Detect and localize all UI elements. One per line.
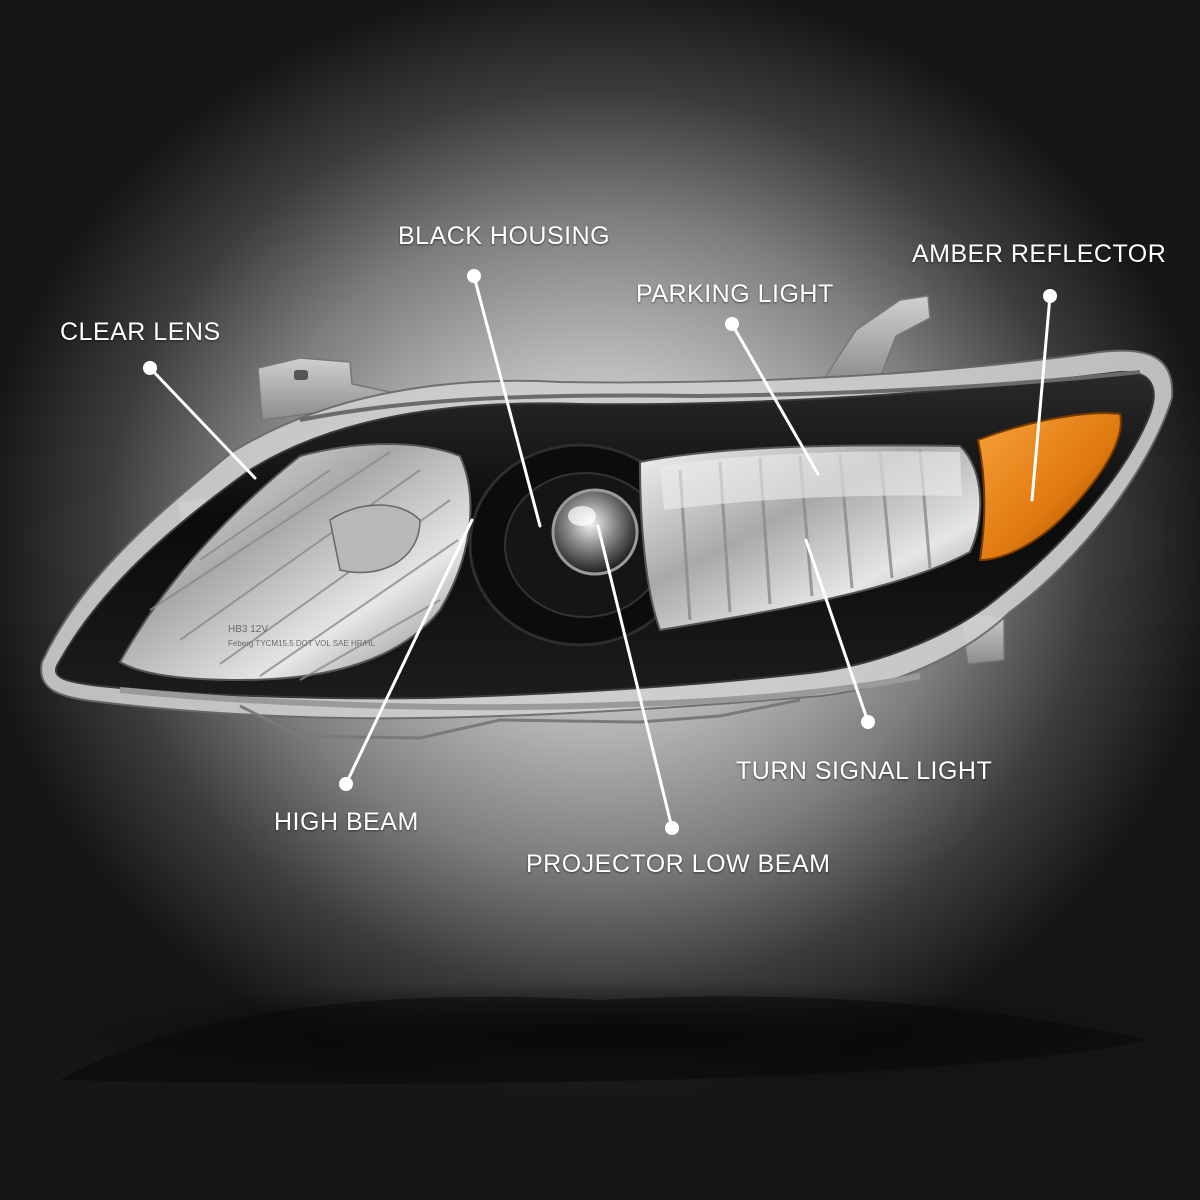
leader-line-clear-lens	[148, 366, 257, 480]
top-bezel-strip	[299, 370, 1141, 422]
leader-line-turn-signal	[804, 538, 870, 724]
label-clear-lens: CLEAR LENS	[60, 318, 221, 346]
callout-dot-amber-reflector	[1043, 289, 1057, 303]
callout-dot-black-housing	[467, 269, 481, 283]
leader-line-projector-low-beam	[596, 524, 674, 830]
label-parking-light: PARKING LIGHT	[636, 280, 834, 308]
label-projector-low-beam: PROJECTOR LOW BEAM	[526, 850, 831, 878]
signal-reflector-ridges	[678, 449, 932, 621]
bottom-base-trim	[119, 673, 921, 711]
callout-dot-high-beam	[339, 777, 353, 791]
label-high-beam: HIGH BEAM	[274, 808, 419, 836]
label-turn-signal-light: TURN SIGNAL LIGHT	[736, 757, 993, 785]
leader-line-high-beam	[344, 518, 474, 786]
amber-reflector-shape	[976, 412, 1122, 562]
lens-marking-line2: Feberg TYCM15.5 DOT VOL SAE HR/HL	[228, 639, 376, 648]
mounting-bracket-right	[820, 295, 931, 383]
high-beam-reflector-facets	[149, 451, 459, 681]
bracket-hole-left	[294, 370, 308, 380]
callout-dot-parking-light	[725, 317, 739, 331]
label-black-housing: BLACK HOUSING	[398, 222, 611, 250]
projector-lens-highlight	[568, 506, 596, 526]
callout-dot-turn-signal	[861, 715, 875, 729]
leader-line-amber-reflector	[1030, 294, 1052, 502]
floor-shadow-body	[60, 996, 1150, 1084]
projector-lens	[551, 488, 639, 576]
lens-marking-line1: HB3 12V	[228, 624, 268, 635]
leader-line-black-housing	[472, 274, 542, 528]
parking-light-band	[660, 451, 962, 510]
high-beam-bulb-shield	[329, 504, 421, 574]
label-amber-reflector: AMBER REFLECTOR	[912, 240, 1167, 268]
callout-dot-clear-lens	[143, 361, 157, 375]
callout-dot-projector-low-beam	[665, 821, 679, 835]
leader-line-parking-light	[730, 322, 820, 476]
bottom-base-detail	[239, 698, 801, 740]
